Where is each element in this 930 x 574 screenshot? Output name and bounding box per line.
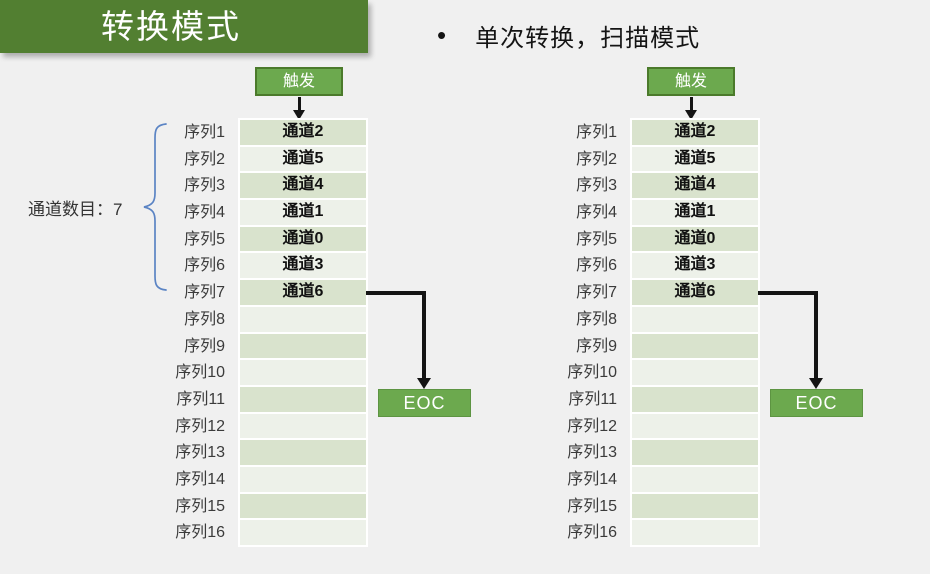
sequence-label: 序列3: [576, 177, 617, 195]
sequence-label: 序列2: [576, 150, 617, 168]
empty-channel-cell: [632, 520, 758, 545]
channel-cell: 通道1: [632, 200, 758, 225]
trigger-box: 触发: [255, 67, 343, 96]
empty-channel-cell: [240, 413, 366, 439]
sequence-label: 序列12: [567, 417, 617, 435]
sequence-label: 序列9: [184, 337, 225, 355]
sequence-label: 序列16: [567, 524, 617, 542]
sequence-label: 序列16: [175, 524, 225, 542]
sequence-label: 序列10: [175, 364, 225, 382]
trigger-arrow-line: [298, 97, 301, 110]
trigger-arrowhead-icon: [293, 110, 305, 120]
sequence-label: 序列13: [567, 444, 617, 462]
sequence-label: 序列7: [184, 284, 225, 302]
channel-cell: 通道1: [240, 200, 366, 225]
empty-channel-cell: [632, 333, 758, 359]
empty-channel-cell: [240, 386, 366, 412]
sequence-label: 序列13: [175, 444, 225, 462]
empty-channel-cell: [632, 493, 758, 519]
sequence-label: 序列14: [175, 470, 225, 488]
sequence-label: 序列3: [184, 177, 225, 195]
channel-cell: 通道3: [632, 253, 758, 279]
channel-cell: 通道4: [632, 173, 758, 199]
empty-channel-cell: [632, 413, 758, 439]
eoc-arrowhead-icon: [809, 378, 823, 389]
empty-channel-cell: [240, 520, 366, 545]
sequence-label: 序列1: [184, 124, 225, 141]
channel-count-brace-icon: [143, 123, 167, 291]
sequence-label: 序列2: [184, 150, 225, 168]
sequence-label: 序列11: [568, 390, 617, 408]
channel-cell: 通道4: [240, 173, 366, 199]
channel-cell: 通道6: [632, 280, 758, 305]
empty-channel-cell: [632, 466, 758, 492]
eoc-arrow-horizontal-line: [758, 291, 818, 295]
sequence-label: 序列15: [175, 497, 225, 515]
page-title: 转换模式: [0, 0, 368, 53]
sequence-label: 序列15: [567, 497, 617, 515]
channel-count-label: 通道数目：7: [28, 200, 123, 219]
empty-channel-cell: [632, 386, 758, 412]
sequence-label-column: 序列1 序列2 序列3 序列4 序列5 序列6 序列7 序列8 序列9 序列10 序列11 序列12 序…: [540, 120, 626, 547]
sequence-label: 序列10: [567, 364, 617, 382]
bullet-heading: • 单次转换，扫描模式: [437, 18, 700, 52]
eoc-arrowhead-icon: [417, 378, 431, 389]
sequence-label: 序列1: [576, 124, 617, 141]
empty-channel-cell: [632, 440, 758, 465]
empty-channel-cell: [240, 333, 366, 359]
trigger-arrowhead-icon: [685, 110, 697, 120]
channel-cell: 通道0: [632, 226, 758, 252]
sequence-label: 序列9: [576, 337, 617, 355]
eoc-arrow-horizontal-line: [366, 291, 426, 295]
eoc-arrow-vertical-line: [814, 291, 818, 379]
empty-channel-cell: [240, 306, 366, 332]
sequence-label: 序列5: [184, 230, 225, 248]
channel-cell: 通道6: [240, 280, 366, 305]
sequence-label: 序列11: [176, 390, 225, 408]
sequence-label: 序列8: [184, 310, 225, 328]
sequence-label: 序列6: [184, 257, 225, 275]
channel-cell: 通道3: [240, 253, 366, 279]
sequence-label: 序列14: [567, 470, 617, 488]
bullet-icon: •: [437, 20, 447, 50]
empty-channel-cell: [240, 360, 366, 385]
empty-channel-cell: [632, 306, 758, 332]
sequence-label-column: 序列1 序列2 序列3 序列4 序列5 序列6 序列7 序列8 序列9 序列10 序列11 序列12 序…: [148, 120, 234, 547]
empty-channel-cell: [240, 440, 366, 465]
bullet-text: 单次转换，扫描模式: [475, 24, 701, 52]
channel-cell: 通道2: [240, 120, 366, 145]
empty-channel-cell: [240, 466, 366, 492]
empty-channel-cell: [632, 360, 758, 385]
channel-cell: 通道5: [240, 146, 366, 172]
sequence-label: 序列8: [576, 310, 617, 328]
sequence-label: 序列12: [175, 417, 225, 435]
sequence-label: 序列6: [576, 257, 617, 275]
channel-cell: 通道2: [632, 120, 758, 145]
sequence-label: 序列4: [576, 204, 617, 222]
sequence-label: 序列4: [184, 204, 225, 222]
eoc-arrow-vertical-line: [422, 291, 426, 379]
eoc-box: EOC: [770, 389, 863, 417]
channel-cell: 通道0: [240, 226, 366, 252]
eoc-box: EOC: [378, 389, 471, 417]
sequence-label: 序列5: [576, 230, 617, 248]
trigger-box: 触发: [647, 67, 735, 96]
channel-cell: 通道5: [632, 146, 758, 172]
empty-channel-cell: [240, 493, 366, 519]
sequence-label: 序列7: [576, 284, 617, 302]
trigger-arrow-line: [690, 97, 693, 110]
